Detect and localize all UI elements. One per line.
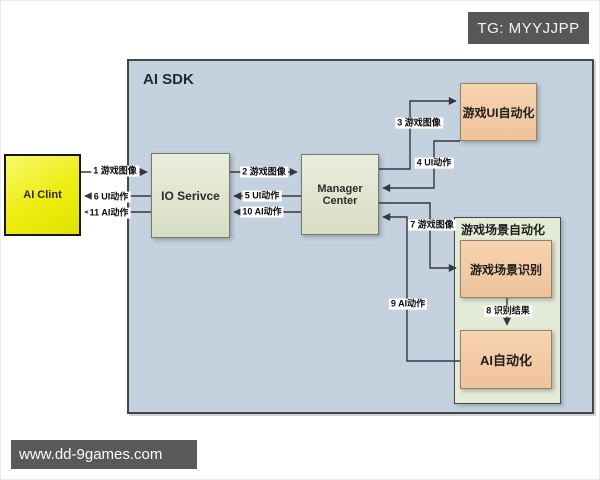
website-watermark: www.dd-9games.com xyxy=(11,440,197,469)
edge-label-4: 4 UI动作 xyxy=(414,157,454,169)
node-ai-automation: AI自动化 xyxy=(460,330,552,389)
edge-label-11: 11 AI动作 xyxy=(87,207,131,219)
node-io-service-label: IO Serivce xyxy=(161,188,220,203)
group-game-scene-automation-label: 游戏场景自动化 xyxy=(461,223,546,237)
edge-label-8: 8 识别结果 xyxy=(484,305,532,317)
ai-sdk-title: AI SDK xyxy=(143,71,194,88)
node-manager-center: Manager Center xyxy=(301,154,379,235)
node-game-scene-recognition: 游戏场景识别 xyxy=(460,240,552,298)
node-ai-automation-label: AI自动化 xyxy=(479,353,532,368)
edge-label-7: 7 游戏图像 xyxy=(408,219,456,231)
edge-label-9: 9 AI动作 xyxy=(388,298,428,310)
node-ai-client: AI Clint xyxy=(4,154,81,236)
node-manager-center-label: Manager Center xyxy=(317,182,363,207)
node-game-scene-recognition-label: 游戏场景识别 xyxy=(469,262,542,277)
edge-label-10: 10 AI动作 xyxy=(240,206,284,218)
edge-label-5: 5 UI动作 xyxy=(242,190,282,202)
tg-badge: TG: MYYJJPP xyxy=(468,12,589,44)
edge-label-6: 6 UI动作 xyxy=(91,191,131,203)
edge-label-2: 2 游戏图像 xyxy=(240,166,288,178)
node-io-service: IO Serivce xyxy=(151,153,230,238)
node-game-ui-automation: 游戏UI自动化 xyxy=(460,83,537,141)
edge-label-3: 3 游戏图像 xyxy=(395,117,443,129)
node-game-ui-automation-label: 游戏UI自动化 xyxy=(462,105,535,120)
node-ai-client-label: AI Clint xyxy=(23,189,62,201)
edge-label-1: 1 游戏图像 xyxy=(91,165,139,177)
